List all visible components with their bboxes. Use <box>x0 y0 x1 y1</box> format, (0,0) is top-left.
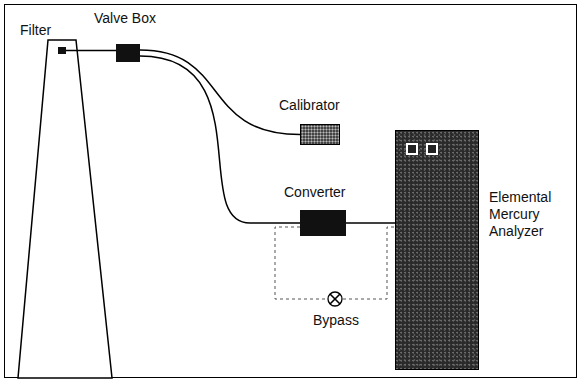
sample-line <box>66 50 116 52</box>
bypass-line <box>275 227 327 299</box>
sample-line <box>140 56 300 223</box>
node-label: Valve Box <box>94 10 156 27</box>
sample-line <box>140 50 300 135</box>
display-window <box>426 143 438 155</box>
node-label: Converter <box>284 184 345 201</box>
node-label: Filter <box>20 22 51 39</box>
node-label: Elemental Mercury Analyzer <box>489 189 573 240</box>
display-window <box>406 143 418 155</box>
valve-symbol <box>327 291 343 307</box>
sample-line <box>346 222 395 224</box>
node-label: Calibrator <box>279 97 340 114</box>
filter-block: Filter <box>58 47 66 54</box>
bypass-line <box>343 227 395 299</box>
analyzer-box: Elemental Mercury Analyzer <box>395 130 479 370</box>
stack <box>18 40 112 378</box>
valve-box: Valve Box <box>116 44 140 62</box>
converter-box: Converter <box>300 210 346 236</box>
bypass-valve: Bypass <box>327 291 343 307</box>
node-label: Bypass <box>313 312 359 329</box>
calibrator-box: Calibrator <box>300 124 340 145</box>
